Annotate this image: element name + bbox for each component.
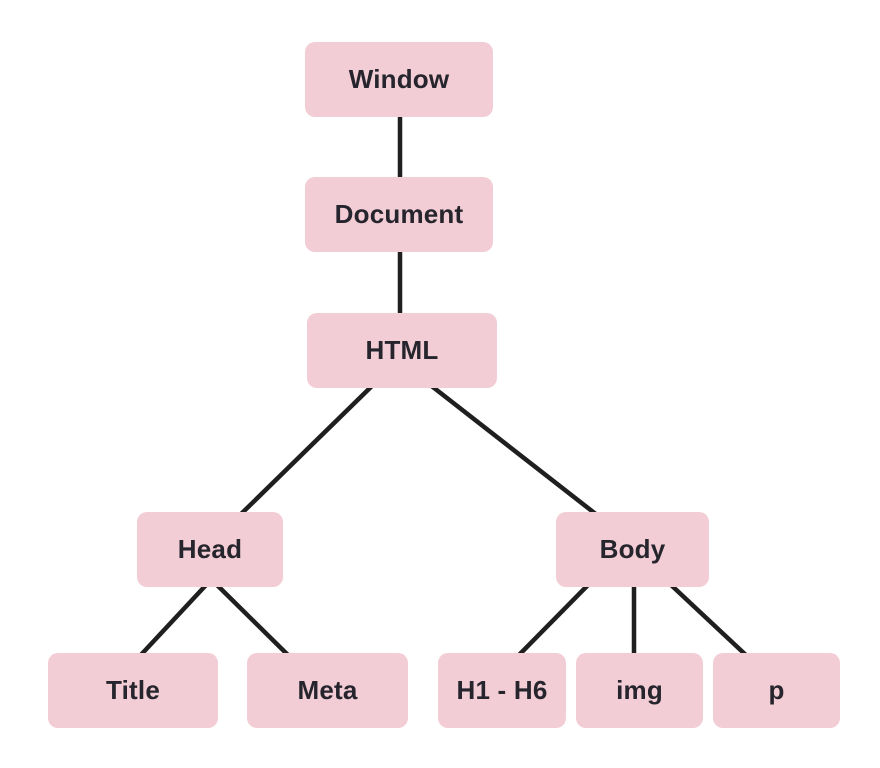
node-p: p	[713, 653, 840, 728]
edge-html-head	[238, 382, 376, 517]
node-h1-h6-label: H1 - H6	[456, 675, 548, 705]
node-document-label: Document	[334, 199, 464, 229]
node-html: HTML	[307, 313, 497, 388]
node-p-label: p	[768, 675, 785, 705]
node-img: img	[576, 653, 703, 728]
node-window: Window	[305, 42, 493, 117]
edge-head-title	[136, 582, 209, 660]
node-title: Title	[48, 653, 218, 728]
edge-body-h1-h6	[515, 582, 591, 659]
node-body-label: Body	[599, 534, 666, 564]
node-meta-label: Meta	[297, 675, 358, 705]
edge-html-body	[427, 382, 599, 517]
edge-head-meta	[214, 582, 293, 660]
node-meta: Meta	[247, 653, 408, 728]
node-h1-h6: H1 - H6	[438, 653, 566, 728]
node-html-label: HTML	[365, 335, 439, 365]
node-document: Document	[305, 177, 493, 252]
node-body: Body	[556, 512, 709, 587]
node-head: Head	[137, 512, 283, 587]
node-img-label: img	[616, 675, 663, 705]
edge-body-p	[668, 582, 750, 659]
node-head-label: Head	[177, 534, 243, 564]
node-title-label: Title	[106, 675, 160, 705]
node-window-label: Window	[348, 64, 450, 94]
